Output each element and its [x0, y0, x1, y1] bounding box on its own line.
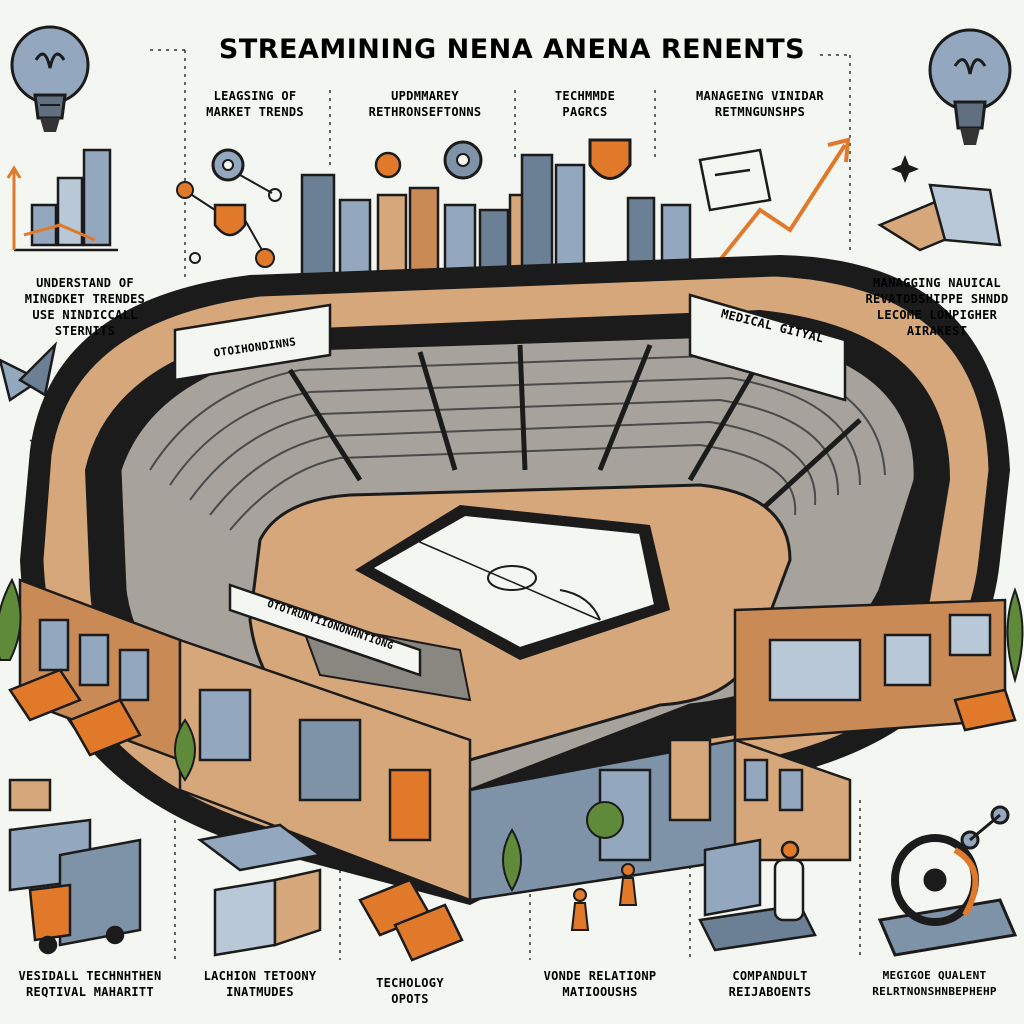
kiosk-screen-icon [698, 838, 817, 952]
shield-icon [588, 138, 632, 180]
lightbulb-icon [928, 28, 1012, 145]
steering-wheel-icon [877, 805, 1018, 957]
tree-icon [0, 577, 1024, 892]
shield-icon [213, 203, 247, 237]
facade-right [468, 598, 1007, 902]
document-stack-icon [698, 148, 1002, 252]
network-nodes-icon [176, 174, 282, 268]
delivery-truck-icon [8, 818, 142, 955]
package-icon [8, 778, 324, 957]
bar-chart-icon [6, 148, 118, 252]
skyline [300, 153, 692, 282]
scissors-icon [0, 341, 58, 403]
gear-icon [374, 140, 483, 180]
basketball-court [355, 505, 670, 660]
person-icon [570, 863, 638, 931]
lightbulb-icon [10, 25, 90, 132]
gear-icon [211, 148, 245, 182]
signboards [173, 293, 847, 677]
page-title: STREAMINING NENA ANENA RENENTS [218, 34, 806, 65]
car-icon [8, 668, 1017, 962]
